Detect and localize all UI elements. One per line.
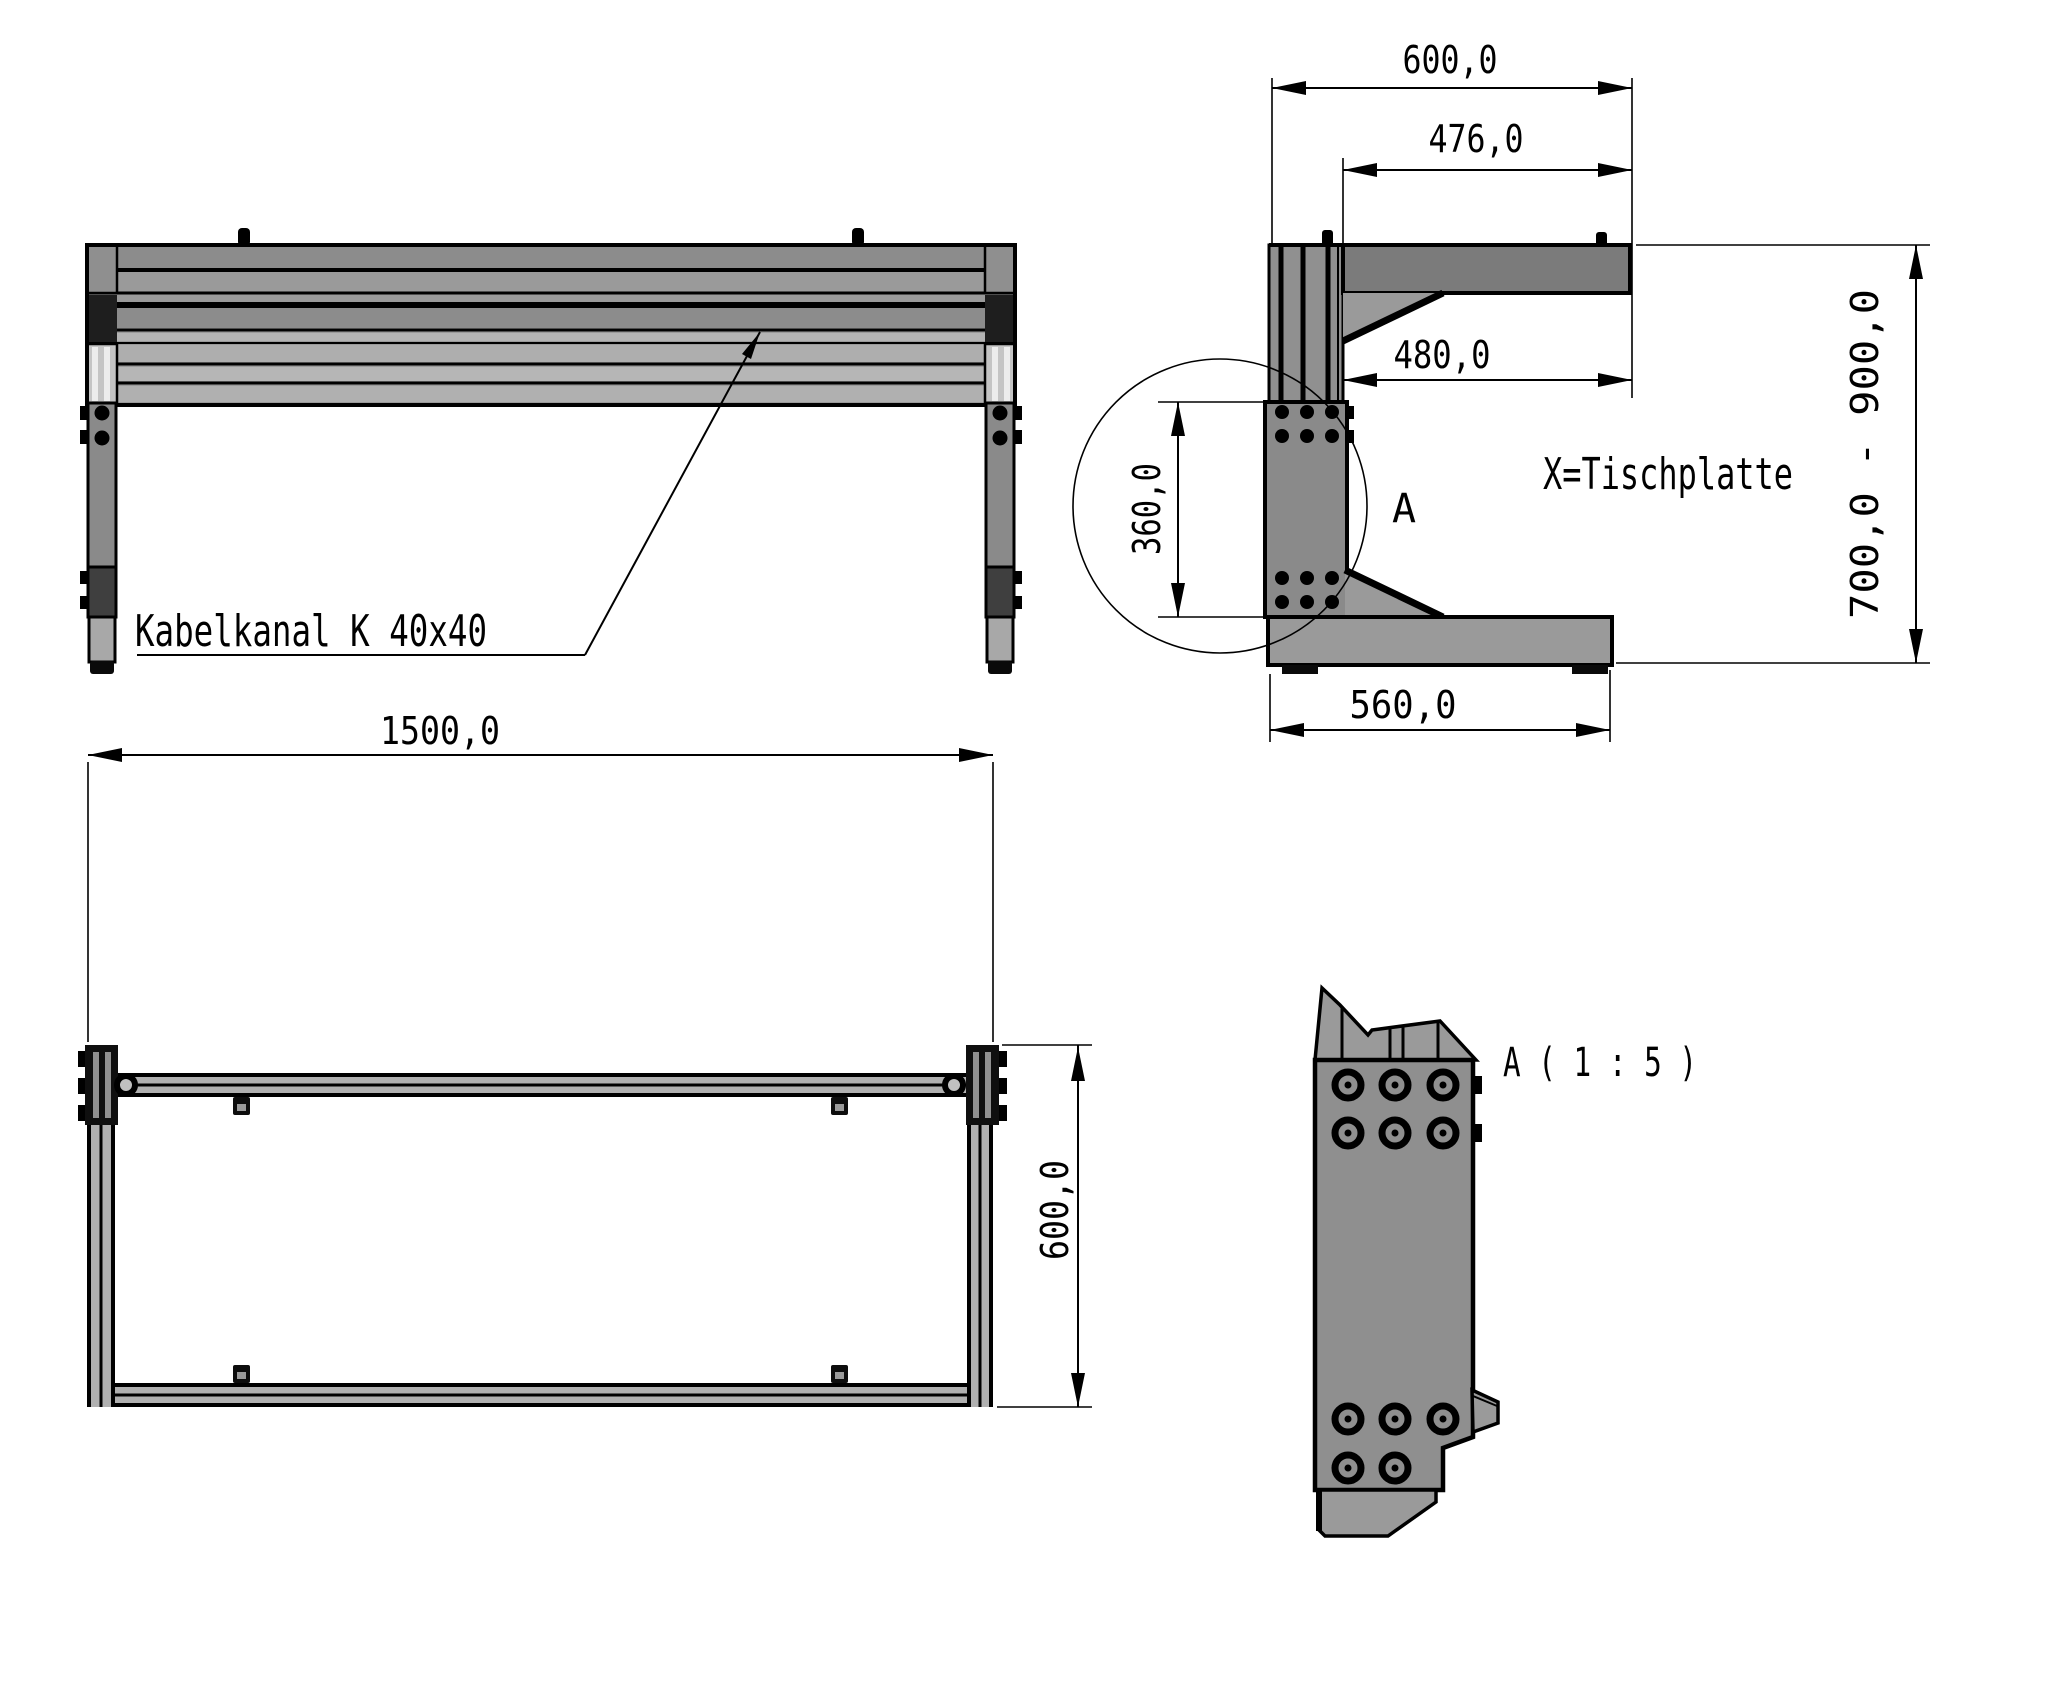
profile-band	[85, 228, 1017, 407]
rail-left	[87, 1097, 115, 1407]
dim-height-range-text: 700,0 - 900,0	[1843, 289, 1887, 619]
dim-480: 480,0	[1343, 333, 1632, 387]
leader-line	[584, 331, 761, 656]
mount-tab-left	[238, 228, 250, 246]
foot-pad	[90, 661, 114, 674]
dim-1500-text: 1500,0	[380, 709, 500, 753]
rail-right	[967, 1097, 993, 1407]
band-end-cap-left	[85, 243, 119, 405]
leg-left	[80, 401, 118, 674]
arm-tab	[1596, 232, 1607, 246]
plan-view: 1500,0 600,0	[78, 709, 1092, 1408]
leg-bolt	[94, 430, 110, 446]
foot-pad	[1572, 665, 1608, 674]
dim-480-text: 480,0	[1394, 333, 1491, 377]
detail-plate	[1312, 1057, 1476, 1493]
rail-clips	[233, 1097, 848, 1383]
detail-view: A ( 1 : 5 )	[1312, 984, 1697, 1538]
detail-right-flap	[1470, 1387, 1500, 1435]
side-view: A X=Tischplatte 600,0 476,0 480,0	[1072, 38, 1930, 742]
band-end-cap-right	[983, 243, 1017, 405]
dim-1500: 1500,0	[87, 709, 994, 1042]
tischplatte-note: X=Tischplatte	[1543, 449, 1793, 500]
dim-560: 560,0	[1269, 670, 1611, 742]
dim-360-text: 360,0	[1125, 463, 1169, 555]
detail-top-silhouette	[1313, 984, 1480, 1062]
corner-block-left	[78, 1045, 118, 1125]
rail-top	[87, 1073, 993, 1097]
leg-right	[984, 401, 1022, 674]
detail-title: A ( 1 : 5 )	[1503, 1040, 1697, 1086]
foot-pad	[1282, 665, 1318, 674]
kabelkanal-callout: Kabelkanal K 40x40	[135, 331, 761, 657]
dim-600-plan-text: 600,0	[1033, 1160, 1077, 1260]
dim-560-text: 560,0	[1350, 683, 1457, 727]
dim-476-text: 476,0	[1429, 117, 1524, 161]
detail-bolts	[1331, 1068, 1460, 1485]
dim-600-plan: 600,0	[997, 1044, 1092, 1408]
band-outline	[85, 243, 1017, 407]
top-arm	[1269, 230, 1632, 345]
foot-pad	[988, 661, 1012, 674]
leader-arrowhead	[742, 332, 760, 359]
column-profile	[1267, 243, 1345, 405]
pivot-ring-left	[114, 1073, 138, 1097]
leg-bolt	[992, 405, 1008, 421]
bottom-foot	[1266, 566, 1614, 674]
detail-bottom-shoe	[1316, 1488, 1438, 1538]
middle-plate	[1263, 400, 1354, 619]
arm-tab	[1322, 230, 1333, 246]
dim-600-text: 600,0	[1403, 38, 1498, 82]
leg-bolt	[94, 405, 110, 421]
front-view: Kabelkanal K 40x40	[80, 228, 1022, 674]
leg-bolt	[992, 430, 1008, 446]
kabelkanal-label: Kabelkanal K 40x40	[135, 606, 487, 657]
pivot-ring-right	[942, 1073, 966, 1097]
dim-600-side: 600,0	[1271, 38, 1633, 398]
dim-360: 360,0	[1125, 401, 1265, 618]
detail-marker-label: A	[1392, 486, 1416, 532]
corner-block-right	[966, 1045, 1007, 1125]
mount-tab-right	[852, 228, 864, 246]
dim-height-range: 700,0 - 900,0	[1616, 244, 1930, 664]
detail-circle	[1072, 358, 1368, 654]
dim-476: 476,0	[1342, 117, 1632, 243]
rail-bottom	[87, 1383, 993, 1407]
